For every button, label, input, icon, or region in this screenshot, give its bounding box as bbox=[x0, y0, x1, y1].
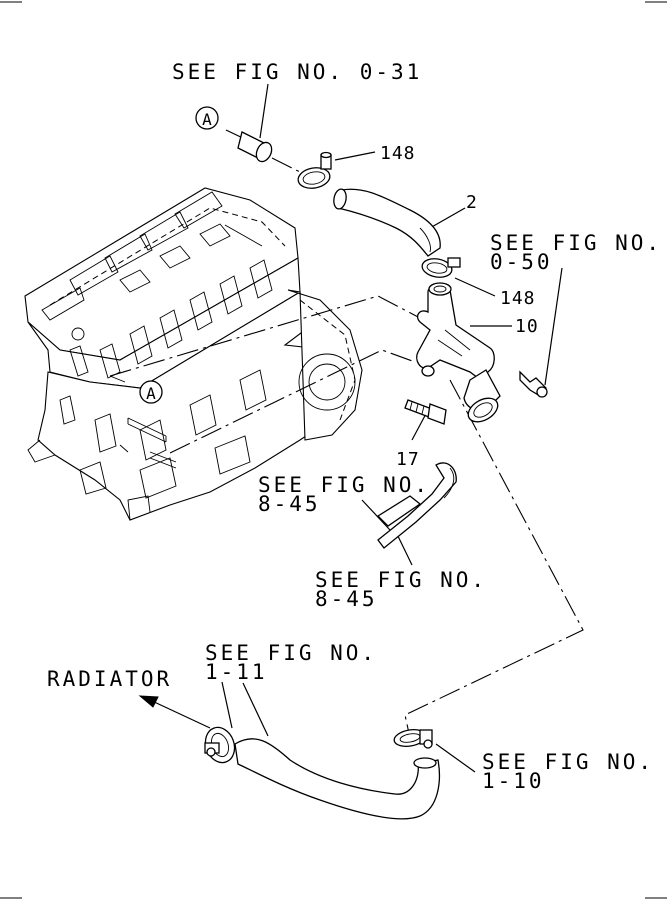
water-outlet-10 bbox=[416, 282, 548, 423]
ref-fig-1-10-line2: 1-10 bbox=[482, 769, 545, 793]
radiator-label: RADIATOR bbox=[47, 667, 172, 691]
callout-a-engine-text: A bbox=[146, 384, 156, 403]
ref-fig-1-11-line2: 1-11 bbox=[205, 660, 268, 684]
part-number-2: 2 bbox=[466, 192, 478, 213]
hose-clamp-pump bbox=[393, 728, 433, 749]
part-number-17: 17 bbox=[396, 449, 420, 470]
ref-fig-1-11-line1: SEE FIG NO. bbox=[205, 641, 377, 665]
ref-fig-1-10-line1: SEE FIG NO. bbox=[482, 750, 654, 774]
water-hose-2 bbox=[333, 188, 441, 257]
bypass-pipe bbox=[376, 462, 457, 549]
part-number-148-upper: 148 bbox=[380, 143, 416, 164]
part-number-10: 10 bbox=[515, 316, 539, 337]
callout-a-engine: A bbox=[139, 380, 163, 404]
bolt-17 bbox=[404, 399, 447, 425]
callout-a-top-text: A bbox=[202, 110, 212, 129]
radiator-hose bbox=[234, 738, 441, 820]
ref-fig-8-45-a-line2: 8-45 bbox=[258, 492, 321, 516]
part-number-148-lower: 148 bbox=[500, 288, 536, 309]
ref-fig-8-45-a-line1: SEE FIG NO. bbox=[258, 473, 430, 497]
engine-block bbox=[24, 187, 363, 521]
ref-fig-8-45-b-line1: SEE FIG NO. bbox=[315, 568, 487, 592]
ref-fig-0-31: SEE FIG NO. 0-31 bbox=[172, 60, 422, 84]
ref-fig-0-50-line1: SEE FIG NO. bbox=[490, 231, 662, 255]
hose-clamp-148-lower bbox=[421, 257, 461, 278]
hose-clamp-radiator bbox=[204, 726, 236, 764]
ref-fig-8-45-b-line2: 8-45 bbox=[315, 587, 378, 611]
leader-lines bbox=[109, 83, 584, 773]
radiator-arrow bbox=[138, 695, 211, 729]
callout-a-top: A bbox=[195, 106, 219, 130]
hose-clamp-148-upper bbox=[297, 151, 332, 189]
ref-fig-0-50-line2: 0-50 bbox=[490, 250, 553, 274]
upper-pipe-stub bbox=[237, 131, 273, 163]
